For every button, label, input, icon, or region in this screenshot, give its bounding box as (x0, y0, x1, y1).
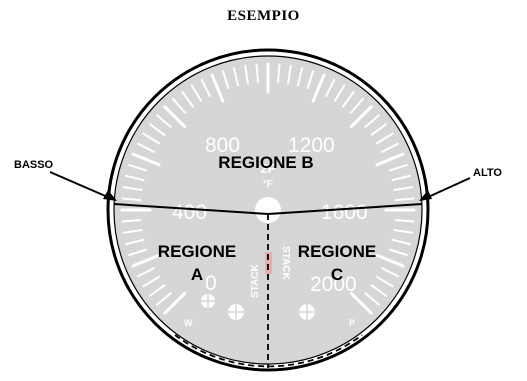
gauge-tick (148, 123, 166, 136)
stack-label-left: STACK (250, 264, 261, 298)
gauge-tick (388, 248, 408, 257)
region-arc-dashed (174, 334, 363, 368)
gauge-tick (156, 114, 172, 128)
adjust-knob-left (201, 294, 215, 308)
gauge-tick (393, 229, 414, 234)
gauge-tick (136, 267, 155, 278)
gauge-tick (296, 67, 304, 87)
gauge-tick (381, 267, 400, 278)
corner-label-p: P (349, 318, 355, 328)
scale-label-400: 400 (172, 201, 207, 224)
gauge-tick (163, 105, 187, 129)
gauge-tick (128, 248, 148, 257)
adjust-knob-right (299, 304, 315, 320)
gauge-tick (376, 132, 394, 145)
gauge-tick (181, 90, 194, 108)
gauge-tick-marks (120, 62, 416, 315)
gauge-tick (287, 64, 292, 85)
gauge-tick (142, 275, 160, 288)
gauge-tick (156, 292, 172, 306)
scale-label-1200: 1200 (288, 134, 335, 157)
gauge-tick (391, 238, 411, 246)
scale-label-1600: 1600 (321, 201, 368, 224)
high-label: ALTO (473, 167, 502, 179)
gauge-tick (393, 186, 414, 191)
gauge-tick (121, 219, 142, 223)
gauge-tick (255, 63, 259, 84)
gauge-tick (364, 114, 380, 128)
gauge-tick (190, 84, 203, 102)
stack-label-right: STACK (280, 246, 291, 280)
gauge-tick (221, 70, 230, 90)
gauge-tick (394, 219, 415, 223)
gauge-tick (349, 291, 373, 315)
gauge-tick (391, 174, 411, 182)
gauge-tick (131, 152, 161, 167)
gauge-tick (306, 70, 315, 90)
gauge-tick (277, 63, 281, 84)
gauge-tick (349, 105, 373, 129)
gauge-tick (364, 292, 380, 306)
gauge-tick (244, 64, 249, 85)
gauge-tick (370, 123, 388, 136)
gauge-tick (376, 275, 394, 288)
corner-label-w: W (184, 318, 193, 328)
gauge-tick (128, 163, 148, 172)
scale-label-800: 800 (205, 134, 240, 157)
gauge-tick (311, 73, 326, 103)
adjust-knob-center (228, 304, 244, 320)
low-arrow (49, 171, 117, 201)
gauge-tick (131, 253, 161, 268)
gauge-tick (333, 84, 346, 102)
region-c-label-line2: C (331, 265, 343, 284)
gauge-tick (210, 73, 225, 103)
gauge-tick (172, 98, 186, 114)
gauge-tick (370, 284, 388, 297)
gauge-tick (388, 163, 408, 172)
gauge-tick (381, 142, 400, 153)
unit-label: °F (263, 179, 273, 190)
gauge-tick (394, 197, 415, 201)
gauge-center-hub (255, 197, 281, 223)
low-label: BASSO (14, 159, 54, 171)
unit-top-label: 2F (260, 161, 275, 176)
gauge-tick (122, 186, 143, 191)
diagram-title: ESEMPIO (227, 8, 300, 24)
gauge-tick (342, 90, 355, 108)
gauge-tick (163, 291, 187, 315)
gauge-tick (232, 67, 240, 87)
region-b-label: REGIONE B (218, 153, 313, 172)
gauge-tick (142, 132, 160, 145)
gauge-tick (121, 197, 142, 201)
gauge-tick (125, 174, 145, 182)
gauge-tick (350, 98, 364, 114)
gauge-tick (375, 152, 405, 167)
gauge-tick (325, 78, 336, 97)
gauge-tick (122, 229, 143, 234)
scale-label-0: 0 (205, 272, 217, 295)
scale-label-2000: 2000 (310, 273, 357, 296)
region-a-label-line2: A (191, 265, 203, 284)
high-arrow (419, 177, 471, 201)
gauge-tick (136, 142, 155, 153)
gauge-tick (148, 284, 166, 297)
stack-indicator-mark (265, 252, 272, 274)
gauge-tick (375, 253, 405, 268)
gauge-tick (200, 78, 211, 97)
region-c-label-line1: REGIONE (298, 242, 376, 261)
gauge-tick (125, 238, 145, 246)
region-a-label-line1: REGIONE (158, 242, 236, 261)
